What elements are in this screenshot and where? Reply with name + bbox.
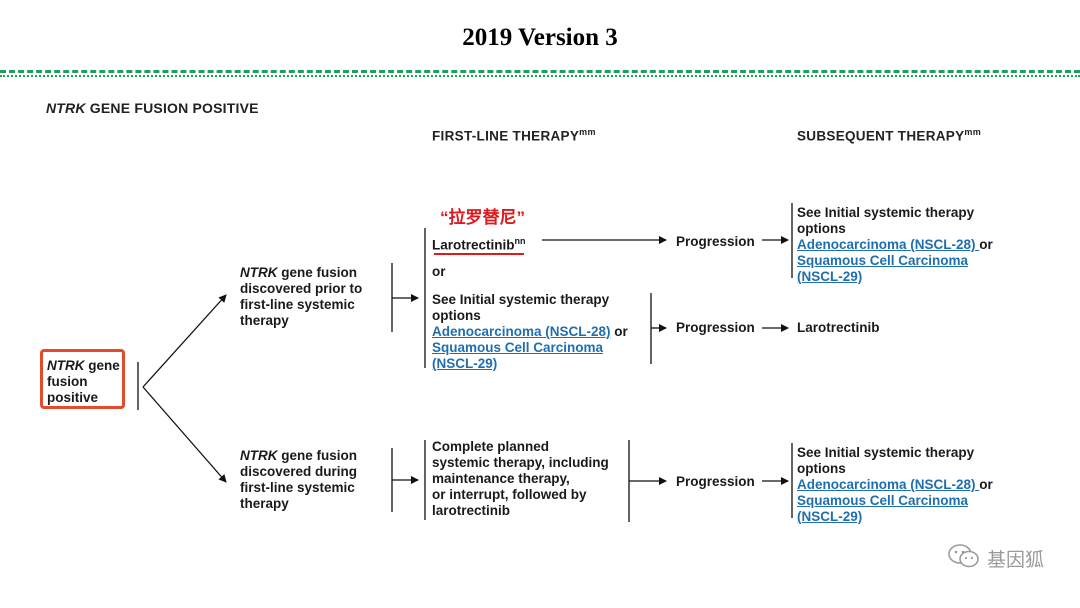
page-title: 2019 Version 3 <box>462 24 618 51</box>
link-squamous-code[interactable]: (NSCL-29) <box>797 269 863 284</box>
link-adenocarcinoma[interactable]: Adenocarcinoma (NSCL-28) <box>432 324 611 339</box>
subsequent-bottom-line1: See Initial systemic therapy <box>797 445 975 460</box>
during-line5: larotrectinib <box>432 503 511 518</box>
arrow-to-prior <box>142 294 227 388</box>
subsequent-bottom-or: or <box>979 477 993 492</box>
branch-during-line1: gene fusion <box>277 448 358 463</box>
link-adenocarcinoma[interactable]: Adenocarcinoma (NSCL-28) <box>797 237 980 252</box>
first-line-larotrectinib: Larotrectinibnn <box>432 233 526 254</box>
arrow-to-during <box>142 386 227 483</box>
progression-label-2: Progression <box>676 320 755 335</box>
column-heading-first-line: FIRST-LINE THERAPYmm <box>432 127 596 144</box>
branch-during-node: NTRK gene fusion discovered during first… <box>240 448 357 512</box>
larotrectinib-sup: nn <box>514 236 526 246</box>
column-heading-subsequent: SUBSEQUENT THERAPYmm <box>797 127 981 144</box>
branch-prior-line4: therapy <box>240 313 289 328</box>
during-line1: Complete planned <box>432 439 550 454</box>
larotrectinib-label: Larotrectinib <box>432 237 515 253</box>
column-heading-subsequent-sup: mm <box>964 127 982 137</box>
section-heading-rest: GENE FUSION POSITIVE <box>85 100 259 116</box>
branch-during-line2: discovered during <box>240 464 358 479</box>
subsequent-top: See Initial systemic therapy options Ade… <box>797 205 993 285</box>
during-line3: maintenance therapy, <box>432 471 570 486</box>
column-heading-first-line-sup: mm <box>579 127 596 137</box>
subsequent-bottom-line2: options <box>797 461 846 476</box>
column-heading-first-line-label: FIRST-LINE THERAPY <box>432 128 580 144</box>
branch-during-italic: NTRK <box>240 448 278 463</box>
branch-prior-line3: first-line systemic <box>240 297 355 312</box>
divider <box>0 70 1080 73</box>
link-squamous-code[interactable]: (NSCL-29) <box>797 509 863 524</box>
branch-prior-line1: gene fusion <box>277 265 358 280</box>
progression-label-1: Progression <box>676 234 755 249</box>
branch-during-line4: therapy <box>240 496 289 511</box>
first-line-or: or <box>432 264 446 279</box>
branch-prior-node: NTRK gene fusion discovered prior to fir… <box>240 265 362 329</box>
start-node-line2: fusion <box>47 374 88 389</box>
during-line4: or interrupt, followed by <box>432 487 587 502</box>
subsequent-top-line2: options <box>797 221 846 236</box>
link-squamous[interactable]: Squamous Cell Carcinoma <box>797 253 969 268</box>
link-squamous[interactable]: Squamous Cell Carcinoma <box>797 493 969 508</box>
branch-prior-line2: discovered prior to <box>240 281 363 296</box>
watermark: 基因狐 <box>947 543 1044 574</box>
see-initial-line1: See Initial systemic therapy <box>432 292 610 307</box>
during-line2: systemic therapy, including <box>432 455 609 470</box>
first-line-see-initial: See Initial systemic therapy options Ade… <box>432 292 628 372</box>
branch-prior-italic: NTRK <box>240 265 278 280</box>
start-node-ntrk-positive: NTRK gene fusion positive <box>40 349 125 409</box>
wechat-icon <box>947 543 981 574</box>
link-squamous-code[interactable]: (NSCL-29) <box>432 356 498 371</box>
subsequent-top-or: or <box>979 237 993 252</box>
red-underline <box>434 253 524 255</box>
subsequent-middle-larotrectinib: Larotrectinib <box>797 320 880 335</box>
branch-during-line3: first-line systemic <box>240 480 355 495</box>
section-heading-italic: NTRK <box>46 100 86 116</box>
start-node-line1: gene <box>84 358 120 373</box>
see-initial-line2: options <box>432 308 481 323</box>
link-squamous[interactable]: Squamous Cell Carcinoma <box>432 340 604 355</box>
column-heading-subsequent-label: SUBSEQUENT THERAPY <box>797 128 965 144</box>
start-node-line3: positive <box>47 390 99 405</box>
section-heading: NTRK GENE FUSION POSITIVE <box>46 100 259 116</box>
subsequent-top-line1: See Initial systemic therapy <box>797 205 975 220</box>
progression-label-3: Progression <box>676 474 755 489</box>
during-therapy-text: Complete planned systemic therapy, inclu… <box>432 439 609 519</box>
divider-dots <box>0 75 1080 77</box>
start-node-italic: NTRK <box>47 358 85 373</box>
subsequent-bottom: See Initial systemic therapy options Ade… <box>797 445 993 525</box>
link-adenocarcinoma[interactable]: Adenocarcinoma (NSCL-28) <box>797 477 980 492</box>
watermark-text: 基因狐 <box>986 549 1044 571</box>
see-initial-or: or <box>610 324 628 339</box>
chinese-annotation: “拉罗替尼” <box>440 208 525 227</box>
